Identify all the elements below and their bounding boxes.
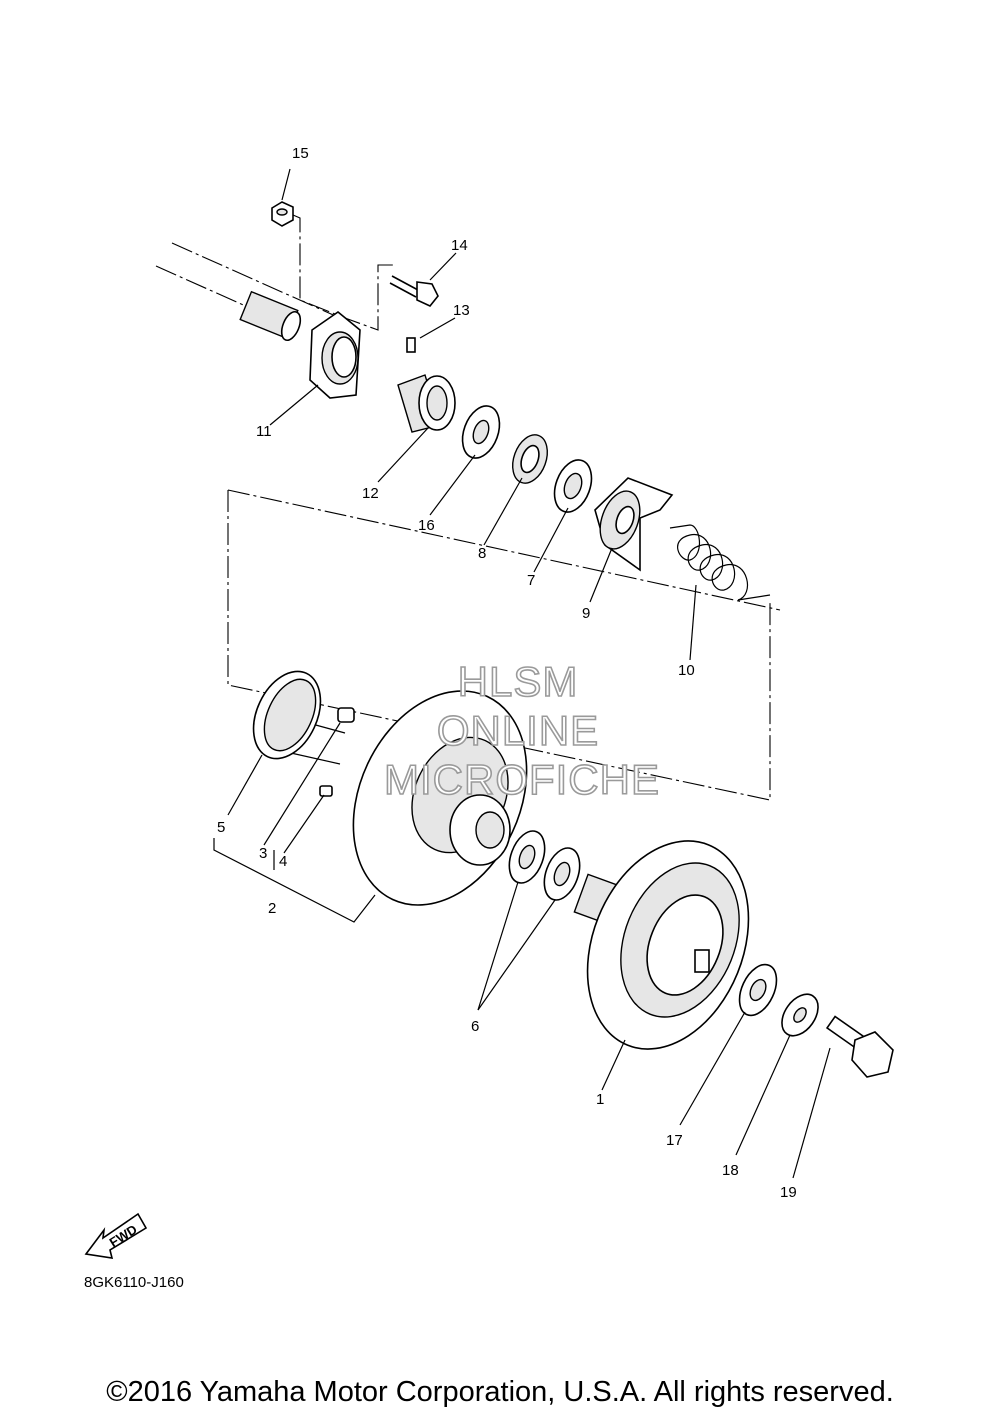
part-2-secondary-sheave <box>352 690 528 906</box>
part-5-ring <box>252 670 322 760</box>
callout-14: 14 <box>451 237 468 254</box>
copyright-notice: ©2016 Yamaha Motor Corporation, U.S.A. A… <box>106 1376 894 1408</box>
part-17-washer <box>738 963 778 1017</box>
callout-19: 19 <box>780 1184 797 1201</box>
watermark: HLSM ONLINE MICROFICHE <box>383 657 660 804</box>
part-10-spring <box>669 524 771 601</box>
watermark-line-1: HLSM <box>458 658 579 705</box>
callout-5: 5 <box>217 819 225 836</box>
callout-18: 18 <box>722 1162 739 1179</box>
part-callouts: 1 2 3 4 5 6 7 8 9 10 11 12 13 14 15 16 1… <box>217 145 797 1201</box>
part-9-spring-seat-cam <box>594 477 674 572</box>
callout-10: 10 <box>678 662 695 679</box>
part-1-fixed-sheave <box>573 840 750 1050</box>
part-16-washer <box>461 405 501 459</box>
callout-8: 8 <box>478 545 486 562</box>
part-18-washer <box>781 993 819 1037</box>
part-3-slider <box>337 707 355 723</box>
diagram-code: 8GK6110-J160 <box>84 1274 184 1291</box>
fwd-arrow-icon: FWD <box>84 1212 148 1259</box>
leader-lines <box>213 168 831 1179</box>
callout-13: 13 <box>453 302 470 319</box>
part-7-lock-washer <box>553 459 593 513</box>
callout-3: 3 <box>259 845 267 862</box>
callout-17: 17 <box>666 1132 683 1149</box>
callout-1: 1 <box>596 1091 604 1108</box>
part-14-bolt <box>389 275 439 307</box>
part-13-set-screw <box>406 337 416 353</box>
callout-4: 4 <box>279 853 287 870</box>
watermark-line-2: ONLINE <box>437 707 599 754</box>
part-4-screw <box>319 785 333 797</box>
part-11-bearing-housing <box>309 310 361 399</box>
part-12-bearing <box>397 374 456 433</box>
callout-15: 15 <box>292 145 309 162</box>
callout-9: 9 <box>582 605 590 622</box>
watermark-line-3: MICROFICHE <box>384 756 660 803</box>
callout-11: 11 <box>256 423 272 440</box>
callout-7: 7 <box>527 572 535 589</box>
part-19-bolt <box>825 1015 894 1078</box>
callout-16: 16 <box>418 517 435 534</box>
callout-2: 2 <box>268 900 276 917</box>
part-6-washers <box>508 830 581 901</box>
shaft-spline <box>239 290 302 342</box>
callout-6: 6 <box>471 1018 479 1035</box>
part-8-lock-nut <box>512 434 548 484</box>
callout-12: 12 <box>362 485 379 502</box>
